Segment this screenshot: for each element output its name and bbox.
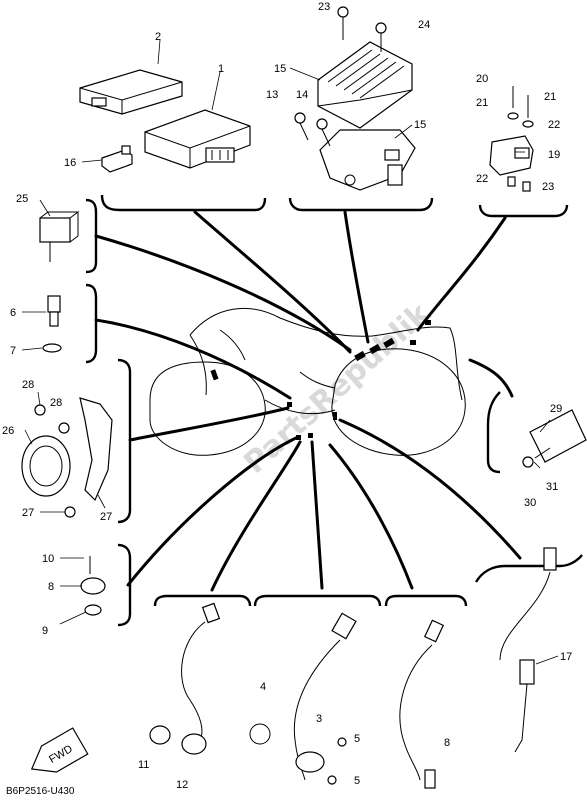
callout-31: 31 — [546, 481, 558, 493]
reference-lines — [94, 210, 522, 592]
callout-17a: 23 — [318, 1, 330, 13]
control-unit-part-1 — [144, 109, 251, 169]
callout-8: 8 — [444, 737, 450, 749]
bracket-part-14 — [319, 129, 416, 191]
callout-22b: 22 — [548, 119, 560, 131]
callout-11: 10 — [42, 553, 54, 565]
sensor-part-6 — [42, 295, 62, 353]
horn-part-25 — [21, 397, 113, 518]
callout-26: 27 — [22, 507, 34, 519]
sensor-part-19 — [499, 547, 557, 753]
callout-25: 26 — [2, 425, 14, 437]
relay-part-24 — [39, 211, 80, 262]
callout-19: 17 — [560, 651, 572, 663]
callout-21a: 20 — [476, 73, 488, 85]
fwd-arrow-icon: FWD — [30, 727, 89, 773]
callout-30: 30 — [524, 497, 536, 509]
leader-lines — [21, 39, 559, 665]
callout-5b: 5 — [354, 775, 360, 787]
callout-27: 27 — [100, 511, 112, 523]
callout-10: 9 — [42, 625, 48, 637]
callout-18: 16 — [64, 157, 76, 169]
callout-15a: 13 — [266, 89, 278, 101]
switch-part-9 — [80, 556, 106, 616]
ecu-part-2 — [79, 69, 183, 115]
sensor-part-3 — [249, 612, 357, 785]
callout-7: 7 — [10, 345, 16, 357]
callout-20: 19 — [548, 149, 560, 161]
rectifier-part-16 — [317, 41, 413, 129]
callout-5a: 5 — [354, 733, 360, 745]
sensor-part-13 — [149, 602, 221, 755]
harness-marks — [210, 320, 431, 440]
diagram-code: B6P2516-U430 — [6, 786, 75, 797]
callout-29: 29 — [550, 403, 562, 415]
bracket-part-18 — [101, 145, 133, 173]
callout-13: 12 — [176, 779, 188, 791]
callout-16: 15 — [274, 63, 286, 75]
group-brackets — [85, 194, 583, 627]
callout-2: 2 — [155, 31, 161, 43]
callout-22a: 21 — [476, 97, 488, 109]
callout-1: 1 — [218, 63, 224, 75]
callout-4: 4 — [260, 681, 266, 693]
callout-labels: 2 1 16 23 24 15 13 14 15 20 21 21 22 19 … — [2, 1, 572, 791]
callout-23b: 23 — [542, 181, 554, 193]
sensor-part-8 — [399, 619, 445, 789]
callout-3: 3 — [316, 713, 322, 725]
callout-12: 11 — [138, 759, 149, 771]
callout-15b: 14 — [296, 89, 308, 101]
callout-21b: 21 — [544, 91, 556, 103]
callout-6: 6 — [10, 307, 16, 319]
callout-14: 15 — [414, 119, 426, 131]
sensor-part-20 — [489, 86, 534, 192]
callout-28a: 28 — [22, 379, 34, 391]
callout-23a: 22 — [476, 173, 488, 185]
bolts-15-17 — [294, 6, 387, 147]
callout-24: 25 — [16, 193, 28, 205]
callout-9: 8 — [48, 581, 54, 593]
callout-28b: 28 — [50, 397, 62, 409]
reflector-part-29 — [522, 409, 587, 468]
callout-17b: 24 — [418, 19, 430, 31]
